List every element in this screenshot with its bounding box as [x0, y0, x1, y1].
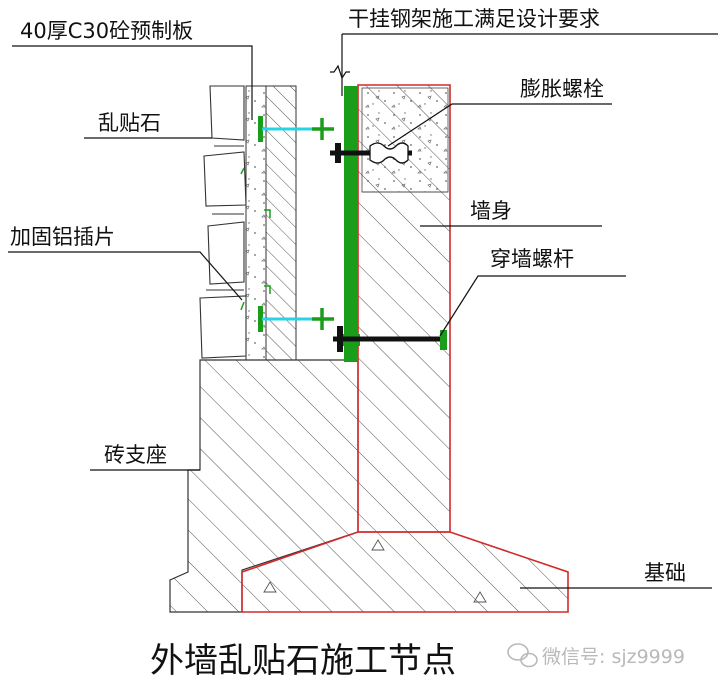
- label-expansion-bolt: 膨胀螺栓: [520, 77, 604, 101]
- aluminum-clips: [258, 116, 263, 332]
- random-stone-pieces: [199, 85, 247, 359]
- wechat-logo-icon: [507, 643, 538, 668]
- slab-backing-layer: [265, 85, 297, 361]
- label-aluminum-clip: 加固铝插片: [10, 225, 115, 249]
- label-random-stone: 乱贴石: [98, 111, 161, 135]
- break-mark: [330, 64, 350, 80]
- foundation-footing: [241, 531, 569, 613]
- watermark-text: 微信号: sjz9999: [542, 646, 685, 668]
- label-steel-frame: 干挂钢架施工满足设计要求: [348, 7, 600, 31]
- label-through-bolt: 穿墙螺杆: [490, 247, 574, 271]
- label-foundation: 基础: [644, 561, 686, 585]
- leader-lines: [8, 33, 718, 589]
- through-wall-bolt: [333, 326, 447, 352]
- expansion-bolt: [330, 142, 412, 164]
- label-brick-support: 砖支座: [104, 443, 167, 467]
- diagram-title: 外墙乱贴石施工节点: [150, 641, 456, 681]
- steel-frame-upright: [344, 86, 358, 362]
- label-precast-slab: 40厚C30砼预制板: [20, 19, 193, 43]
- label-wall-body: 墙身: [470, 199, 512, 223]
- adjustment-nuts: [312, 118, 334, 330]
- concrete-embed-block: [361, 87, 449, 193]
